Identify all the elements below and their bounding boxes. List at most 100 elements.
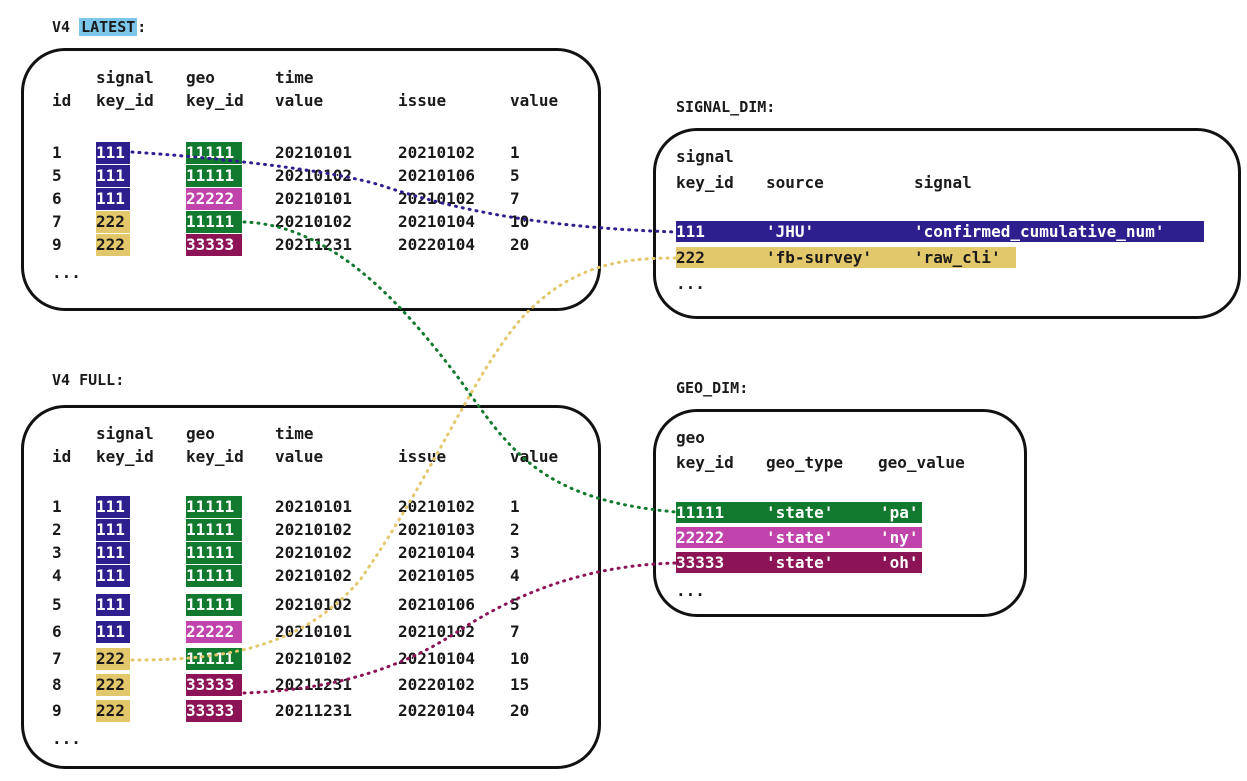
geo-value: 'pa': [880, 503, 919, 522]
value: 3: [510, 543, 520, 562]
issue: 20210104: [398, 543, 476, 562]
time-value: 20210102: [275, 595, 353, 614]
geo-key-chip: 22222: [186, 188, 242, 210]
geo-dim-row-33333: 33333 'state' 'oh': [676, 552, 922, 573]
geo-type: 'state': [766, 503, 834, 522]
value: 7: [510, 622, 520, 641]
latest-ellipsis: ...: [52, 263, 81, 282]
signal-key-chip: 111: [96, 519, 130, 541]
full-header-signal-bottom: key_id: [96, 447, 154, 466]
value: 2: [510, 520, 520, 539]
signal-key-chip: 111: [96, 165, 130, 187]
geo-value: 'oh': [880, 553, 919, 572]
full-header-id: id: [52, 447, 72, 466]
row-id: 2: [52, 520, 62, 539]
row-id: 9: [52, 235, 62, 254]
time-value: 20210101: [275, 497, 353, 516]
geo-key-chip: 11111: [186, 211, 242, 233]
signal-dim-header-signal: signal: [914, 173, 972, 192]
row-id: 5: [52, 166, 62, 185]
signal-dim-row-222: 222 'fb-survey' 'raw_cli': [676, 247, 1016, 268]
geo-key-chip: 11111: [186, 519, 242, 541]
signal-key-chip: 111: [96, 496, 130, 518]
signal-dim-ellipsis: ...: [676, 274, 705, 293]
row-id: 8: [52, 675, 62, 694]
geo-key-chip: 11111: [186, 542, 242, 564]
time-value: 20210102: [275, 166, 353, 185]
issue: 20210104: [398, 649, 476, 668]
geo-dim-header-key-bottom: key_id: [676, 453, 734, 472]
geo-dim-header-geo-type: geo_type: [766, 453, 844, 472]
latest-header-signal-top: signal: [96, 68, 154, 87]
issue: 20220102: [398, 675, 476, 694]
value: 5: [510, 166, 520, 185]
latest-header-issue: issue: [398, 91, 447, 110]
row-id: 7: [52, 212, 62, 231]
geo-key-chip: 33333: [186, 700, 242, 722]
geo-dim-header-geo-value: geo_value: [878, 453, 965, 472]
latest-header-value: value: [510, 91, 559, 110]
signal-key-chip: 111: [96, 542, 130, 564]
value: 1: [510, 497, 520, 516]
row-id: 3: [52, 543, 62, 562]
full-header-time-top: time: [275, 424, 314, 443]
issue: 20210103: [398, 520, 476, 539]
time-value: 20210102: [275, 212, 353, 231]
signal-dim-header-key-top: signal: [676, 147, 734, 166]
geo-dim-label: GEO_DIM:: [676, 379, 749, 397]
signal-source: 'fb-survey': [766, 248, 872, 267]
full-ellipsis: ...: [52, 729, 81, 748]
signal-key-chip: 111: [96, 142, 130, 164]
geo-dim-row-11111: 11111 'state' 'pa': [676, 502, 922, 523]
geo-key-chip: 11111: [186, 165, 242, 187]
full-header-issue: issue: [398, 447, 447, 466]
time-value: 20210102: [275, 566, 353, 585]
value: 1: [510, 143, 520, 162]
time-value: 20210102: [275, 649, 353, 668]
geo-dim-ellipsis: ...: [676, 581, 705, 600]
row-id: 9: [52, 701, 62, 720]
issue: 20220104: [398, 235, 476, 254]
value: 4: [510, 566, 520, 585]
time-value: 20210101: [275, 143, 353, 162]
value: 10: [510, 649, 530, 668]
full-header-geo-bottom: key_id: [186, 447, 244, 466]
latest-label-suffix: :: [137, 18, 147, 36]
latest-header-geo-top: geo: [186, 68, 215, 87]
time-value: 20210102: [275, 543, 353, 562]
geo-key-chip: 11111: [186, 648, 242, 670]
signal-key-chip: 222: [96, 700, 130, 722]
row-id: 1: [52, 497, 62, 516]
signal-key-chip: 222: [96, 648, 130, 670]
geo-key-chip: 11111: [186, 142, 242, 164]
full-header-time-bottom: value: [275, 447, 324, 466]
signal-key: 111: [676, 222, 705, 241]
issue: 20210105: [398, 566, 476, 585]
geo-key: 22222: [676, 528, 725, 547]
signal-key-chip: 222: [96, 211, 130, 233]
value: 20: [510, 235, 530, 254]
signal-key-chip: 222: [96, 674, 130, 696]
signal-dim-header-source: source: [766, 173, 824, 192]
time-value: 20210101: [275, 622, 353, 641]
signal-dim-header-key-bottom: key_id: [676, 173, 734, 192]
geo-key-chip: 33333: [186, 674, 242, 696]
latest-label-highlight: LATEST: [79, 18, 138, 36]
signal-source: 'JHU': [766, 222, 815, 241]
signal-name: 'raw_cli': [914, 248, 1001, 267]
issue: 20210104: [398, 212, 476, 231]
issue: 20210102: [398, 497, 476, 516]
latest-header-time-top: time: [275, 68, 314, 87]
value: 10: [510, 212, 530, 231]
signal-key-chip: 222: [96, 234, 130, 256]
geo-key: 33333: [676, 553, 725, 572]
issue: 20210102: [398, 622, 476, 641]
time-value: 20211231: [275, 675, 353, 694]
full-header-geo-top: geo: [186, 424, 215, 443]
latest-header-time-bottom: value: [275, 91, 324, 110]
value: 7: [510, 189, 520, 208]
row-id: 6: [52, 622, 62, 641]
value: 15: [510, 675, 530, 694]
geo-value: 'ny': [880, 528, 919, 547]
geo-key: 11111: [676, 503, 725, 522]
